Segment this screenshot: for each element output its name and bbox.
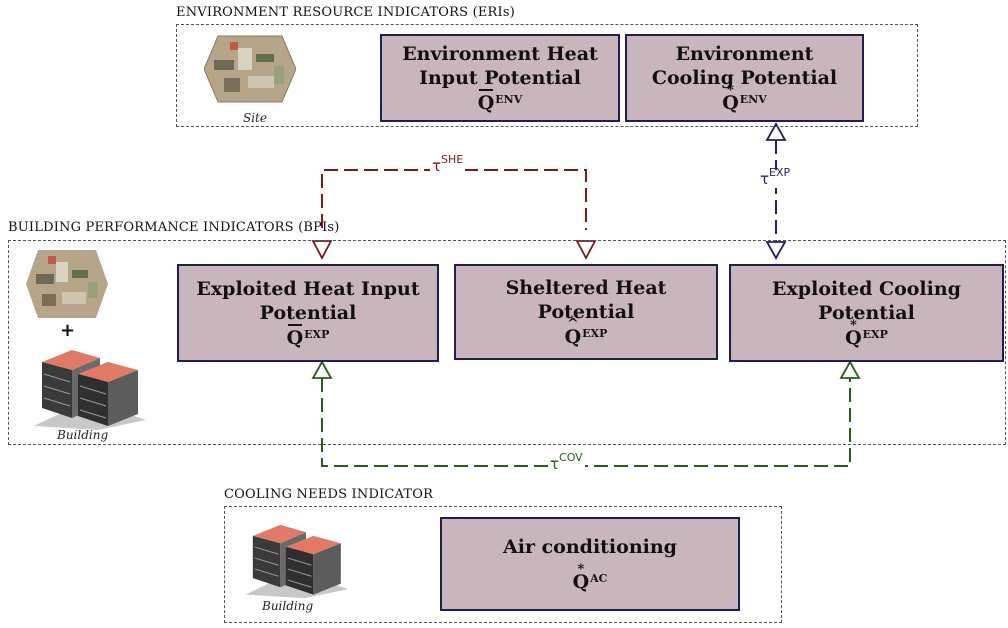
- air-cond-title: Air conditioning: [503, 536, 677, 558]
- env-cool-title-1: Environment: [675, 43, 814, 65]
- site-caption: Site: [243, 111, 267, 125]
- building-caption-bpi: Building: [57, 428, 109, 442]
- site-aerial-icon: [26, 250, 108, 318]
- building-caption-cni: Building: [262, 599, 314, 613]
- tau-she-label: τSHE: [430, 153, 466, 175]
- eri-group: [176, 24, 918, 127]
- cov-arrow-right: [839, 360, 861, 379]
- exp-heat-title-1: Exploited Heat Input: [196, 278, 420, 300]
- exp-cool-title-2: Potential: [818, 302, 915, 324]
- env-cool-title-2: Cooling Potential: [651, 67, 838, 89]
- bpi-section-title: BUILDING PERFORMANCE INDICATORS (BPIs): [8, 220, 340, 235]
- cni-group: [224, 506, 782, 623]
- env-heat-title-2: Input Potential: [419, 67, 581, 89]
- plus-sign: +: [60, 320, 76, 341]
- she-link: [321, 169, 587, 230]
- building-icon: [245, 524, 349, 599]
- sheltered-title-2: Potential: [537, 301, 635, 323]
- exp-heat-title-2: Potential: [259, 302, 357, 324]
- cni-section-title: COOLING NEEDS INDICATOR: [224, 487, 434, 502]
- cov-link: [321, 378, 851, 467]
- sheltered-title-1: Sheltered Heat: [505, 277, 667, 299]
- eri-section-title: ENVIRONMENT RESOURCE INDICATORS (ERIs): [176, 5, 516, 20]
- site-aerial-icon: [204, 35, 296, 103]
- bpi-group: [8, 240, 1006, 445]
- tau-exp-label: τEXP: [758, 166, 793, 188]
- exp-arrow-down: [765, 241, 787, 260]
- building-icon: [34, 350, 146, 430]
- tau-cov-label: τCOV: [548, 451, 585, 473]
- cov-arrow-left: [311, 360, 333, 379]
- exp-cool-title-1: Exploited Cooling: [772, 278, 961, 300]
- exp-arrow-up: [765, 122, 787, 141]
- env-heat-title-1: Environment Heat: [402, 43, 598, 65]
- she-arrow-left: [311, 240, 333, 260]
- she-arrow-right: [575, 240, 597, 260]
